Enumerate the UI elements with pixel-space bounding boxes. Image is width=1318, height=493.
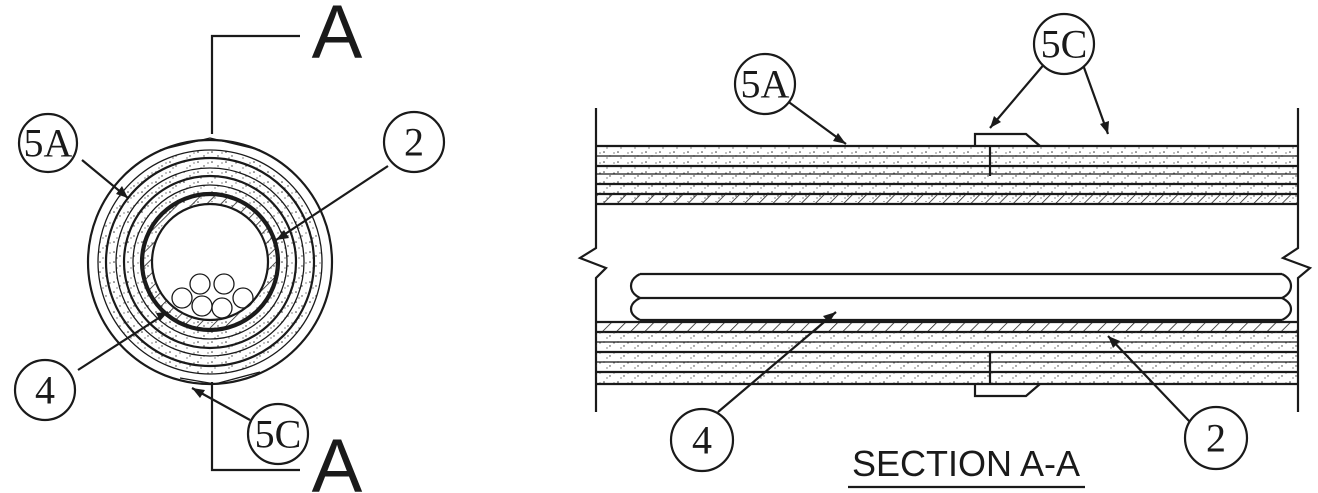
cable-bundle-side [629,272,1293,322]
svg-text:5A: 5A [741,62,790,107]
section-title: SECTION A-A [852,443,1080,484]
callout-5c-side: 5C [1032,12,1096,76]
callout-5a: 5A [17,112,79,174]
conduit-wall [143,195,277,329]
svg-text:5C: 5C [255,412,302,457]
cross-section-view: A A [13,0,446,493]
wrap-layers [86,137,334,386]
svg-text:5A: 5A [24,121,73,166]
cut-label-bottom: A [312,424,363,493]
cut-line-bottom [210,382,300,472]
svg-text:5C: 5C [1041,22,1088,67]
leader-5c-side-1 [989,61,1047,129]
leader-4 [77,311,169,371]
leader-2 [275,165,389,241]
leader-4-side [717,311,837,413]
lower-wrap-band [596,320,1298,398]
leader-5c-side-2 [1080,61,1110,135]
svg-text:4: 4 [692,418,712,463]
section-view: 5A 5C 4 2 SECTION A-A [577,12,1313,489]
callout-2: 2 [382,110,446,174]
callout-4: 4 [13,358,77,422]
right-break-line [1280,108,1313,412]
left-break-line [577,108,608,412]
cut-line-top [210,34,300,134]
callout-5a-side: 5A [733,52,797,116]
upper-wrap-band [596,132,1298,206]
svg-text:2: 2 [404,120,424,165]
callout-4-side: 4 [669,407,735,473]
svg-text:4: 4 [35,368,55,413]
callout-5c: 5C [246,402,310,466]
svg-text:2: 2 [1206,416,1226,461]
leader-2-side [1107,335,1191,423]
cut-label-top: A [312,0,363,75]
callout-2-side: 2 [1183,405,1249,471]
cable-bundle [171,273,254,319]
conduit-inner [150,202,270,322]
